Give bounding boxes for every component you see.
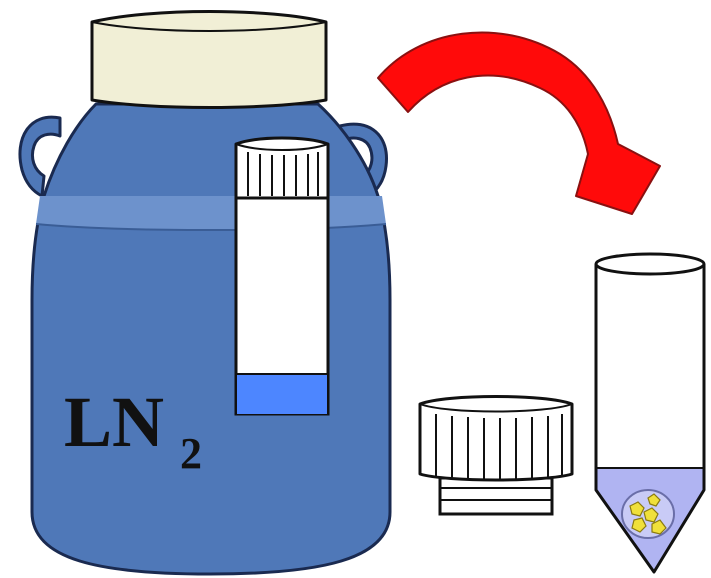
- curved-transfer-arrow-icon: [377, 31, 661, 215]
- dewar-lid: [90, 10, 328, 109]
- dewar-liquid-surface: [36, 196, 386, 230]
- tube-opening: [594, 252, 706, 276]
- coolant-label: LN: [64, 382, 164, 462]
- vial-cap-icon: [418, 395, 574, 516]
- vial-liquid: [237, 374, 327, 414]
- tube-walls: [594, 264, 706, 574]
- cryo-vial-icon: [234, 136, 330, 416]
- cap-ridges: [435, 414, 563, 480]
- cap-top-rim: [419, 403, 573, 413]
- cap-body: [418, 395, 574, 482]
- cap-thread-base: [438, 476, 554, 516]
- dewar-body: [30, 102, 392, 576]
- dewar-lid-top-rim: [91, 21, 327, 32]
- coolant-label-subscript: 2: [180, 429, 202, 478]
- vial-cap-top: [235, 143, 329, 151]
- crystal-sample-icon: [621, 489, 675, 539]
- conical-tube-icon: [594, 252, 706, 574]
- vial-cap-ridges: [247, 152, 319, 196]
- dewar-flask-icon: LN 2: [18, 10, 392, 576]
- dewar-liquid-line: [35, 223, 387, 231]
- crystals: [629, 493, 667, 535]
